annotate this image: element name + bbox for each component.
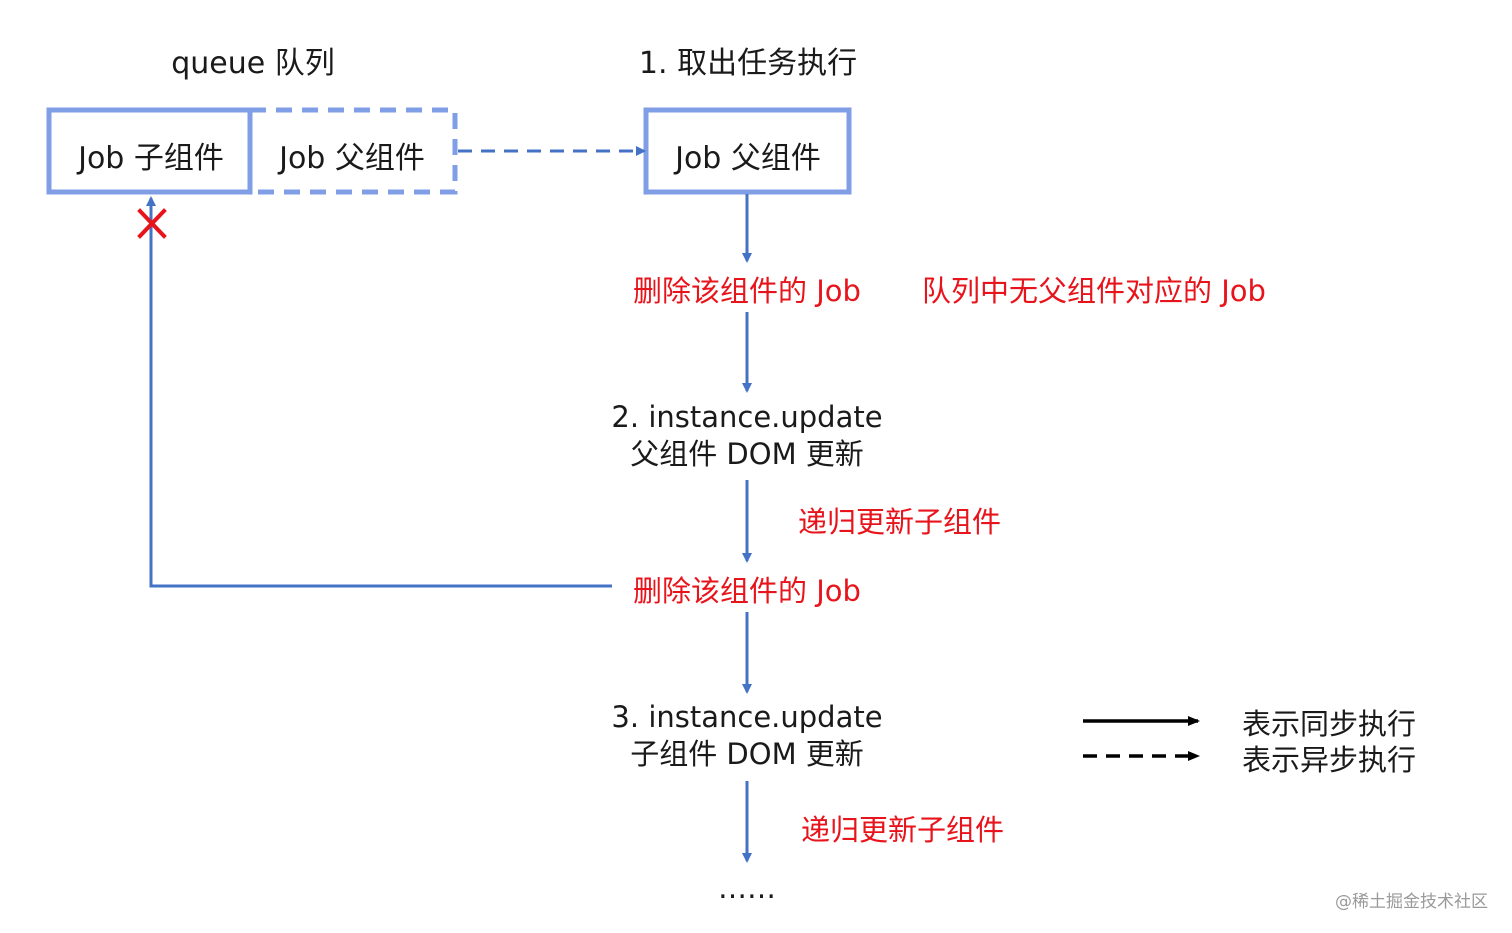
no-parent-job-note: 队列中无父组件对应的 Job [922,274,1266,308]
queue-job-parent-label: Job 父组件 [279,141,425,176]
remove-job-note-1: 删除该组件的 Job [633,274,861,308]
step1-title: 1. 取出任务执行 [638,46,858,81]
watermark: @稀土掘金技术社区 [1335,892,1488,912]
queue-job-parent-box [247,107,458,195]
recursive-update-note-1: 递归更新子组件 [798,505,1002,539]
remove-child-job-path [146,196,612,588]
step2-line2: 父组件 DOM 更新 [630,437,864,471]
queue-title: queue 队列 [171,46,335,81]
step1-job-parent-label: Job 父组件 [675,141,821,176]
step2-line1: 2. instance.update [611,400,883,434]
legend-sync-label: 表示同步执行 [1242,707,1417,741]
queue-job-child-label: Job 子组件 [78,141,224,176]
remove-job-note-2: 删除该组件的 Job [633,574,861,608]
recursive-update-note-2: 递归更新子组件 [801,813,1005,847]
step1-job-parent-box [643,107,852,195]
legend-async-label: 表示异步执行 [1242,743,1417,777]
continuation-ellipsis: …… [718,871,776,905]
step3-line2: 子组件 DOM 更新 [630,737,864,771]
removed-cross-icon [137,208,167,239]
step3-line1: 3. instance.update [611,700,883,734]
